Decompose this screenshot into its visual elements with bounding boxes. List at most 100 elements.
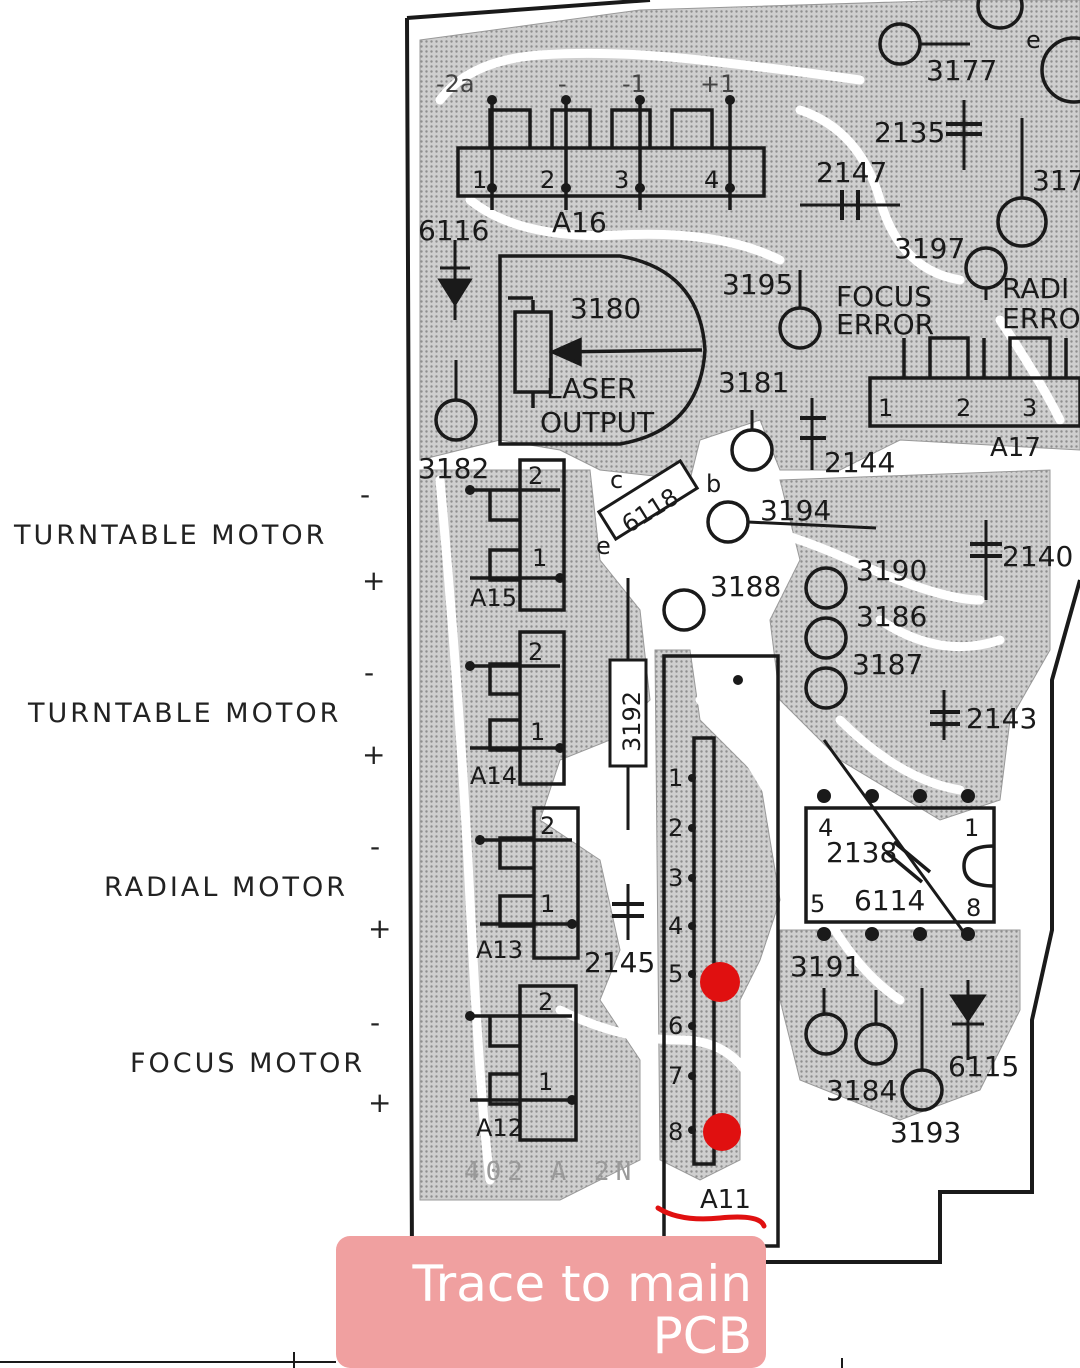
a17-pin-3: 3: [1022, 394, 1037, 422]
label-2144: 2144: [824, 446, 895, 479]
connector-a17: [868, 336, 1080, 428]
turntable-motor-label-2: TURNTABLE MOTOR: [28, 698, 342, 729]
label-3194: 3194: [760, 494, 831, 527]
label-6116: 6116: [418, 214, 489, 247]
potentiometer-3180: [498, 254, 707, 446]
label-2143: 2143: [966, 702, 1037, 735]
minus-sign-1: -: [360, 478, 371, 511]
label-output: OUTPUT: [540, 406, 655, 439]
trace-lines: [435, 48, 1065, 1185]
a11-pin-2: 2: [668, 814, 683, 842]
ic-pin-5: 5: [810, 890, 825, 918]
label-3182: 3182: [418, 452, 489, 485]
minus-sign-4: -: [370, 1006, 381, 1039]
a11-pin-6: 6: [668, 1012, 683, 1040]
minus-sign-2: -: [364, 656, 375, 689]
a14-pin-1: 1: [530, 718, 545, 746]
a16-pin-number-2: 2: [540, 166, 555, 194]
annotation-caption: Trace to main PCB: [336, 1236, 766, 1368]
a11-pin-1: 1: [668, 764, 683, 792]
label-3181: 3181: [718, 366, 789, 399]
leads: [454, 42, 1024, 1070]
label-2140: 2140: [1002, 540, 1073, 573]
label-transistor-b: b: [706, 470, 721, 498]
ic-pin-8: 8: [966, 894, 981, 922]
label-3184: 3184: [826, 1074, 897, 1107]
a16-pin-label-1: -2a: [436, 70, 475, 98]
motor-connectors: [470, 458, 580, 1142]
a13-pin-2: 2: [540, 812, 555, 840]
caption-line-1: Trace to main: [412, 1255, 752, 1313]
a12-pin-2: 2: [538, 988, 553, 1016]
turntable-motor-label-1: TURNTABLE MOTOR: [14, 520, 328, 551]
a16-pin-number-4: 4: [704, 166, 719, 194]
ic-6114: [804, 806, 996, 924]
radial-motor-label: RADIAL MOTOR: [104, 872, 349, 903]
ic-pin-4: 4: [818, 814, 833, 842]
label-6115: 6115: [948, 1050, 1019, 1083]
board-code: 402 A 2N: [464, 1157, 637, 1187]
a11-pin-7: 7: [668, 1062, 683, 1090]
label-3190: 3190: [856, 554, 927, 587]
plus-sign-2: +: [362, 738, 386, 771]
label-2147: 2147: [816, 156, 887, 189]
a13-pin-1: 1: [540, 890, 555, 918]
a13-label: A13: [476, 936, 523, 964]
label-radial-error: ERRO: [1002, 302, 1080, 335]
a17-pin-2: 2: [956, 394, 971, 422]
label-transistor-c: c: [610, 466, 623, 494]
a16-label: A16: [552, 206, 607, 239]
a17-pin-1: 1: [878, 394, 893, 422]
a15-pin-2: 2: [528, 462, 543, 490]
label-3188: 3188: [710, 570, 781, 603]
label-2138: 2138: [826, 836, 897, 869]
label-317: 317: [1032, 164, 1080, 197]
a14-label: A14: [470, 762, 517, 790]
a14-pin-2: 2: [528, 638, 543, 666]
label-radial: RADI: [1002, 272, 1069, 305]
label-e-top: e: [1026, 26, 1041, 54]
resistor-3192: [608, 658, 648, 768]
a11-pin-3: 3: [668, 864, 683, 892]
label-laser: LASER: [546, 372, 636, 405]
marker-dot-pin-8: [703, 1113, 741, 1151]
label-3191: 3191: [790, 950, 861, 983]
marker-underline: [655, 1205, 767, 1229]
label-3186: 3186: [856, 600, 927, 633]
a11-pin-4: 4: [668, 912, 683, 940]
a15-pin-1: 1: [532, 544, 547, 572]
minus-sign-3: -: [370, 830, 381, 863]
caption-text: Trace to main PCB: [352, 1258, 752, 1362]
plus-sign-3: +: [368, 912, 392, 945]
label-3187: 3187: [852, 648, 923, 681]
plus-sign-4: +: [368, 1086, 392, 1119]
a16-pin-label-4: +1: [700, 70, 735, 98]
caption-line-2: PCB: [652, 1307, 752, 1365]
diode-6116: [437, 240, 473, 320]
marker-dot-pin-5: [700, 962, 740, 1002]
a16-pin-number-1: 1: [472, 166, 487, 194]
a15-label: A15: [470, 584, 517, 612]
label-2135: 2135: [874, 116, 945, 149]
label-3180: 3180: [570, 292, 641, 325]
a16-pin-number-3: 3: [614, 166, 629, 194]
page-bottom-line: [0, 1352, 843, 1368]
a16-pin-label-3: -1: [622, 70, 646, 98]
a11-pin-5: 5: [668, 960, 683, 988]
a12-pin-1: 1: [538, 1068, 553, 1096]
transistor-6118: [596, 458, 700, 542]
label-3195: 3195: [722, 268, 793, 301]
a17-label: A17: [990, 433, 1041, 463]
label-3197: 3197: [894, 232, 965, 265]
a11-label: A11: [700, 1185, 751, 1215]
label-3177: 3177: [926, 54, 997, 87]
a16-pin-label-2: -: [558, 70, 567, 98]
ic-pin-1: 1: [964, 814, 979, 842]
label-3192: 3192: [618, 691, 646, 752]
capacitors: [612, 122, 1002, 918]
label-3193: 3193: [890, 1116, 961, 1149]
label-focus: FOCUS: [836, 280, 932, 313]
plus-sign-1: +: [362, 564, 386, 597]
diode-6115: [949, 980, 987, 1060]
